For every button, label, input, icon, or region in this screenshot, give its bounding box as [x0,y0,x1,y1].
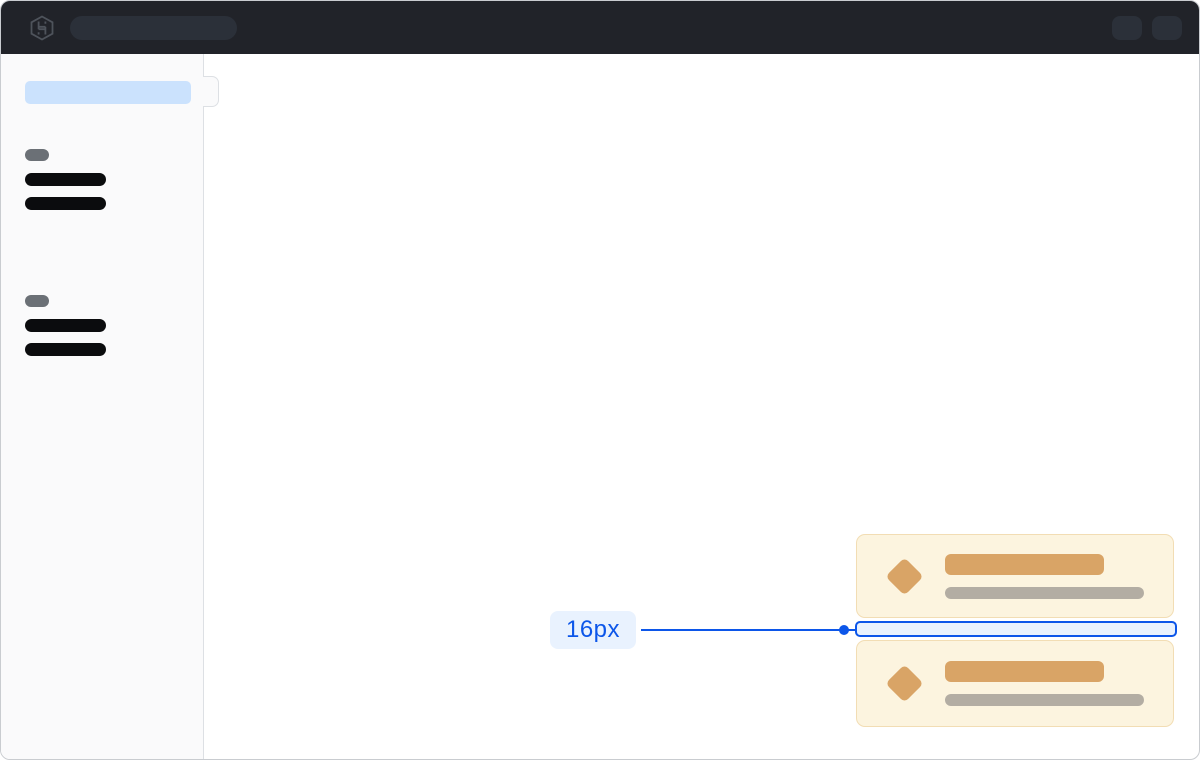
side-nav-group-2 [25,295,106,367]
hashicorp-logo-icon[interactable] [29,14,55,41]
help-button-skeleton[interactable] [1112,15,1142,40]
side-nav-item-skeleton[interactable] [25,319,106,332]
side-nav-selected-item-skeleton[interactable] [25,81,191,104]
measure-line [641,629,855,631]
list-item-card[interactable] [856,534,1174,618]
card-text-skeleton [945,661,1144,706]
spacing-value-badge: 16px [550,611,636,649]
side-nav-group-2-label-skeleton [25,295,49,307]
spacing-gap-highlight [855,621,1177,637]
app-header [1,1,1199,54]
measure-dot [839,625,849,635]
card-title-skeleton [945,553,1104,575]
card-text-skeleton [945,553,1144,599]
diamond-icon [884,556,924,596]
card-subtitle-skeleton [945,586,1144,599]
side-nav [1,54,204,759]
side-nav-group-1-label-skeleton [25,149,49,161]
side-nav-toggle-tab[interactable] [203,76,219,107]
user-menu-skeleton[interactable] [1152,15,1182,40]
diamond-icon-shape [884,556,924,596]
list-item-card[interactable] [856,640,1174,727]
side-nav-item-skeleton[interactable] [25,343,106,356]
side-nav-item-skeleton[interactable] [25,197,106,210]
diamond-icon-shape [884,664,924,703]
hashicorp-logo-glyph [30,14,54,41]
topbar-actions [1112,15,1182,40]
side-nav-item-skeleton[interactable] [25,173,106,186]
card-subtitle-skeleton [945,694,1144,706]
search-input-skeleton[interactable] [70,15,237,40]
side-nav-group-1 [25,149,106,221]
card-title-skeleton [945,661,1104,682]
diamond-icon [884,664,924,703]
